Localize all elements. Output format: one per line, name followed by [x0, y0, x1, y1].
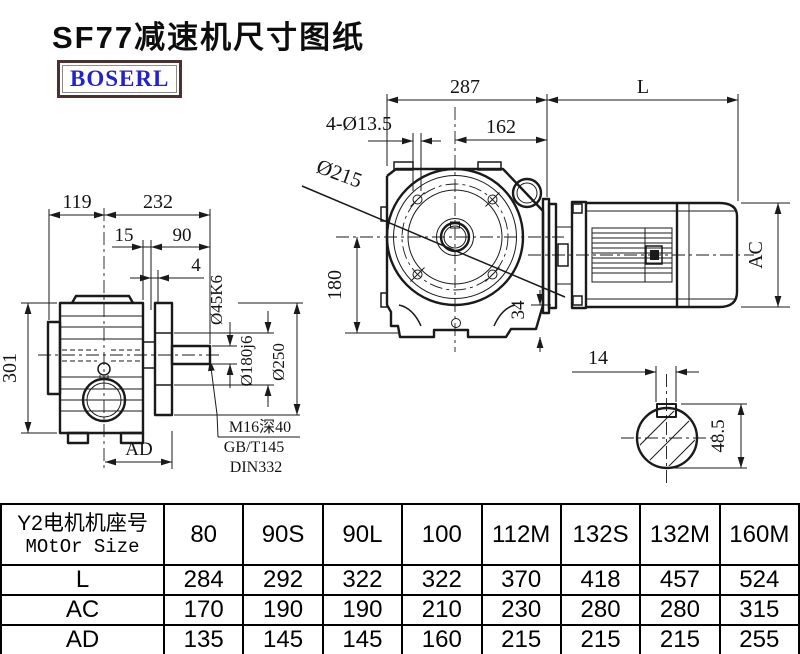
dim-shaft-len: 90	[173, 225, 192, 246]
col-header: 90L	[321, 503, 404, 566]
table-cell: 215	[559, 624, 642, 654]
table-cell: 322	[401, 564, 483, 596]
bolt-holes	[410, 192, 500, 282]
table-cell: 215	[480, 624, 562, 654]
dim-base-height: 34	[508, 300, 529, 320]
dimension-drawing: 287 L 162 4-Ø13.5	[0, 76, 790, 483]
brand-logo-text: BOSERL	[62, 65, 178, 93]
col-header: 112M	[480, 503, 562, 566]
col-header: 132S	[559, 503, 642, 566]
dim-overall-width: 287	[450, 76, 480, 98]
table-cell: 524	[718, 564, 800, 596]
motor-view: AC	[528, 197, 790, 315]
dim-ad-label: AD	[125, 439, 152, 460]
table-cell: 292	[242, 564, 324, 596]
table-cell: 210	[401, 594, 483, 626]
table-cell: 135	[162, 624, 245, 654]
col-header: 90S	[242, 503, 324, 566]
motor-fins	[591, 227, 673, 283]
col-header: 132M	[639, 503, 721, 566]
table-cell: 145	[242, 624, 324, 654]
dim-shaft-flat: 48.5	[708, 419, 729, 452]
table-header-row: Y2电机机座号 MOtOr Size 80 90S 90L 100 112M 1…	[0, 503, 800, 566]
front-view: Ø215 180 34	[301, 107, 566, 352]
page-title: SF77减速机尺寸图纸	[52, 20, 366, 55]
table-cell: 170	[162, 594, 245, 626]
side-view	[38, 208, 220, 472]
table-cell: 284	[162, 564, 245, 596]
side-view-dimensions: 119 232 15 90 4 301 AD Ø45K6	[0, 191, 303, 476]
dim-flange-od: Ø250	[269, 343, 288, 381]
row-label: L	[0, 564, 165, 596]
table-cell: 315	[718, 594, 800, 626]
table-cell: 190	[321, 594, 404, 626]
row-label: AD	[0, 624, 165, 654]
dim-shoulder: 4	[191, 255, 201, 276]
table-cell: 255	[718, 624, 800, 654]
table-cell: 160	[401, 624, 483, 654]
table-row-AD: AD 135 145 145 160 215 215 215 255	[0, 624, 800, 654]
table-cell: 457	[639, 564, 721, 596]
dim-flange-dia: Ø215	[313, 154, 365, 193]
table-cell: 280	[559, 594, 642, 626]
table-cell: 145	[321, 624, 404, 654]
col-header: 80	[162, 503, 245, 566]
note-std1: GB/T145	[224, 439, 284, 456]
dim-flange-offset: 162	[486, 116, 516, 138]
dim-shaft-dia: Ø45K6	[207, 275, 226, 325]
note-std2: DIN332	[230, 459, 282, 476]
row-label-cn: Y2电机机座号	[17, 511, 148, 535]
col-header: 100	[401, 503, 483, 566]
dim-center-height: 180	[324, 270, 346, 300]
row-label-en: MOtOr Size	[25, 535, 140, 558]
table-cell: 215	[639, 624, 721, 654]
motor-size-table: Y2电机机座号 MOtOr Size 80 90S 90L 100 112M 1…	[0, 503, 800, 654]
hatching	[639, 410, 695, 466]
table-cell: 190	[242, 594, 324, 626]
housing-ribs	[61, 315, 142, 412]
table-cell: 230	[480, 594, 562, 626]
shaft-section: 14 48.5	[572, 347, 747, 483]
table-row-L: L 284 292 322 322 370 418 457 524	[0, 564, 800, 596]
brand-logo: BOSERL	[57, 60, 183, 98]
dim-housing-height: 301	[0, 353, 21, 383]
dim-shaft-step: 15	[115, 225, 134, 246]
table-cell: 280	[639, 594, 721, 626]
dim-mount-holes: 4-Ø13.5	[326, 113, 392, 135]
dim-motor-length: L	[637, 76, 649, 98]
table-cell: 370	[480, 564, 562, 596]
dim-key-width: 14	[588, 347, 608, 369]
dim-side-left: 119	[62, 191, 91, 213]
note-tap: M16深40	[229, 418, 291, 436]
dim-ac-label: AC	[745, 241, 767, 269]
table-cell: 418	[559, 564, 642, 596]
table-row-AC: AC 170 190 190 210 230 280 280 315	[0, 594, 800, 626]
dim-spigot-dia: Ø180j6	[237, 336, 256, 387]
row-label: AC	[0, 594, 165, 626]
table-cell: 322	[321, 564, 404, 596]
col-header: 160M	[718, 503, 800, 566]
table-corner-cell: Y2电机机座号 MOtOr Size	[0, 503, 165, 566]
dim-side-right: 232	[143, 191, 173, 213]
top-dimensions: 287 L 162 4-Ø13.5	[326, 76, 739, 201]
